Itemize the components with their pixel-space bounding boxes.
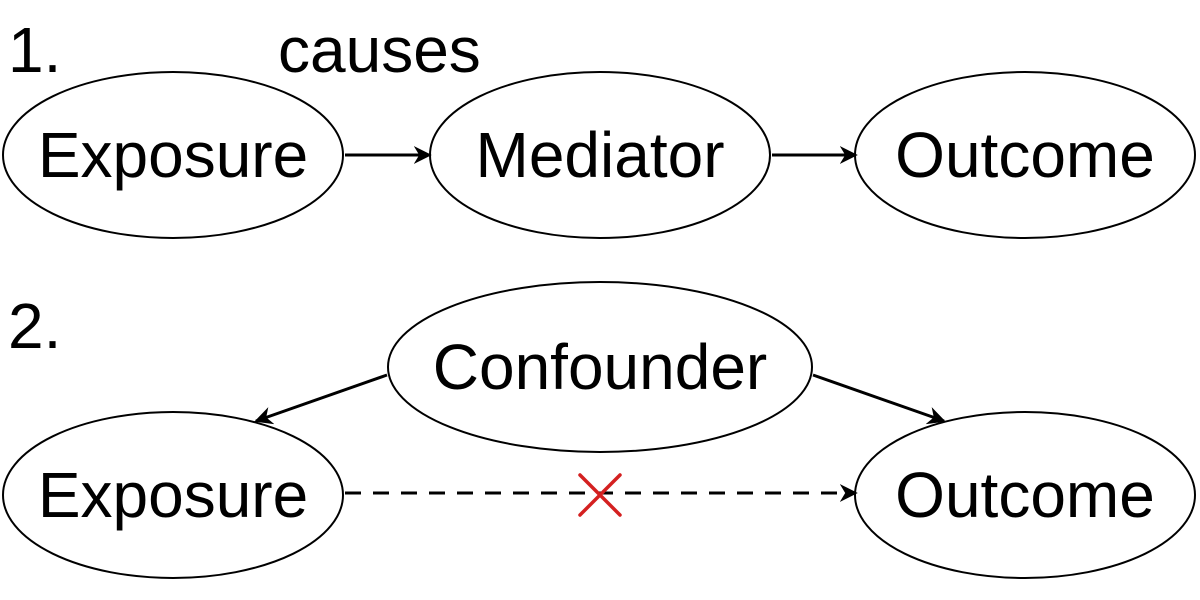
node-exposure-1: Exposure	[2, 71, 344, 239]
node-confounder: Confounder	[387, 281, 813, 453]
causes-label: causes	[278, 14, 481, 86]
diagram-1-number: 1.	[8, 14, 61, 86]
node-mediator: Mediator	[429, 71, 771, 239]
diagram-2: 2. Confounder Exposure Outcome	[2, 281, 1196, 579]
node-exposure-2: Exposure	[2, 411, 344, 579]
diagram-2-number: 2.	[8, 290, 61, 362]
diagram-1: 1. causes Exposure Mediator Outcome	[2, 14, 1196, 239]
edge-confounder-to-outcome	[812, 373, 946, 425]
node-outcome-1-label: Outcome	[895, 119, 1155, 191]
blocked-cross-icon	[578, 473, 622, 517]
edge-confounder-to-exposure	[254, 373, 388, 425]
node-exposure-2-label: Exposure	[38, 459, 308, 531]
node-mediator-label: Mediator	[476, 119, 725, 191]
node-outcome-2: Outcome	[854, 411, 1196, 579]
node-outcome-1: Outcome	[854, 71, 1196, 239]
node-outcome-2-label: Outcome	[895, 459, 1155, 531]
node-exposure-1-label: Exposure	[38, 119, 308, 191]
node-confounder-label: Confounder	[433, 331, 767, 403]
